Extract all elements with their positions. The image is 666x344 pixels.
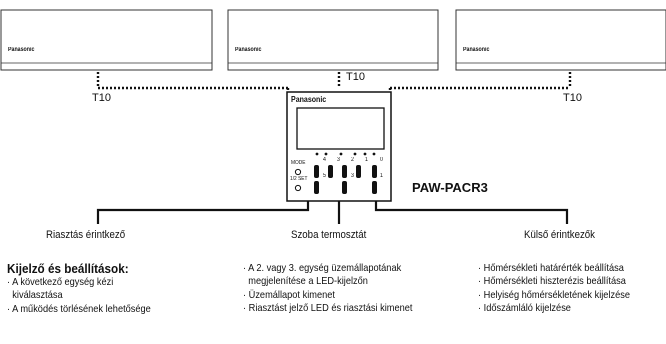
output-wiring — [96, 201, 569, 224]
btn-label-1b: 1 — [380, 173, 383, 179]
indoor-unit-2 — [227, 9, 439, 71]
btn-label-2: 2 — [351, 157, 354, 163]
controller-device — [286, 91, 392, 202]
feature-item: · A következő egység kézi — [7, 276, 114, 288]
t10-label-center: T10 — [346, 71, 365, 83]
feature-item: kiválasztása — [12, 289, 63, 302]
set-button — [294, 184, 302, 192]
t10-label-right: T10 — [563, 92, 582, 104]
mode-button — [294, 168, 302, 176]
btn-label-4: 4 — [323, 157, 326, 163]
indoor-unit-1 — [0, 9, 213, 71]
unit-2-brand: Panasonic — [235, 47, 262, 53]
lower-buttons — [314, 181, 377, 194]
model-name: PAW-PACR3 — [412, 180, 488, 195]
t10-dotted-connections — [96, 72, 572, 93]
mode-label: MODE — [291, 160, 306, 166]
feature-item: · Időszámláló kijelzése — [478, 302, 571, 315]
set-label: 1/2 SET — [290, 176, 308, 182]
room-thermostat-label: Szoba termosztát — [291, 229, 367, 241]
feature-item: · A 2. vagy 3. egység üzemállapotának — [243, 262, 402, 274]
feature-item: · Helyiség hőmérsékletének kijelzése — [478, 288, 631, 301]
feature-item: · A működés törlésének lehetősége — [7, 302, 151, 315]
feature-item: · Üzemállapot kimenet — [243, 288, 335, 301]
unit-1-brand: Panasonic — [8, 47, 35, 53]
controller-brand: Panasonic — [291, 95, 327, 104]
feature-item: · Hőmérsékleti hiszterézis beállítása — [478, 275, 626, 288]
feature-item: · Riasztást jelző LED és riasztási kimen… — [243, 302, 413, 315]
feature-item: · Hőmérsékleti határérték beállítása — [478, 262, 624, 274]
features-column-1: · A következő egység kézi kiválasztása ·… — [7, 276, 151, 316]
unit-3-brand: Panasonic — [463, 47, 490, 53]
btn-label-1a: 1 — [365, 157, 368, 163]
btn-label-5: 5 — [323, 173, 326, 179]
features-heading: Kijelző és beállítások: — [7, 261, 129, 276]
alarm-contact-label: Riasztás érintkező — [46, 229, 126, 241]
controller-display — [296, 107, 385, 150]
features-column-3: · Hőmérsékleti határérték beállítása · H… — [478, 262, 630, 316]
t10-label-left: T10 — [92, 92, 111, 104]
btn-label-3a: 3 — [337, 157, 340, 163]
btn-label-0: 0 — [380, 157, 383, 163]
upper-buttons — [314, 165, 377, 178]
indoor-unit-3 — [455, 9, 666, 71]
external-contacts-label: Külső érintkezők — [524, 229, 596, 241]
btn-label-3b: 3 — [351, 173, 354, 179]
feature-item: megjelenítése a LED-kijelzőn — [248, 275, 368, 288]
features-column-2: · A 2. vagy 3. egység üzemállapotának me… — [243, 262, 412, 316]
